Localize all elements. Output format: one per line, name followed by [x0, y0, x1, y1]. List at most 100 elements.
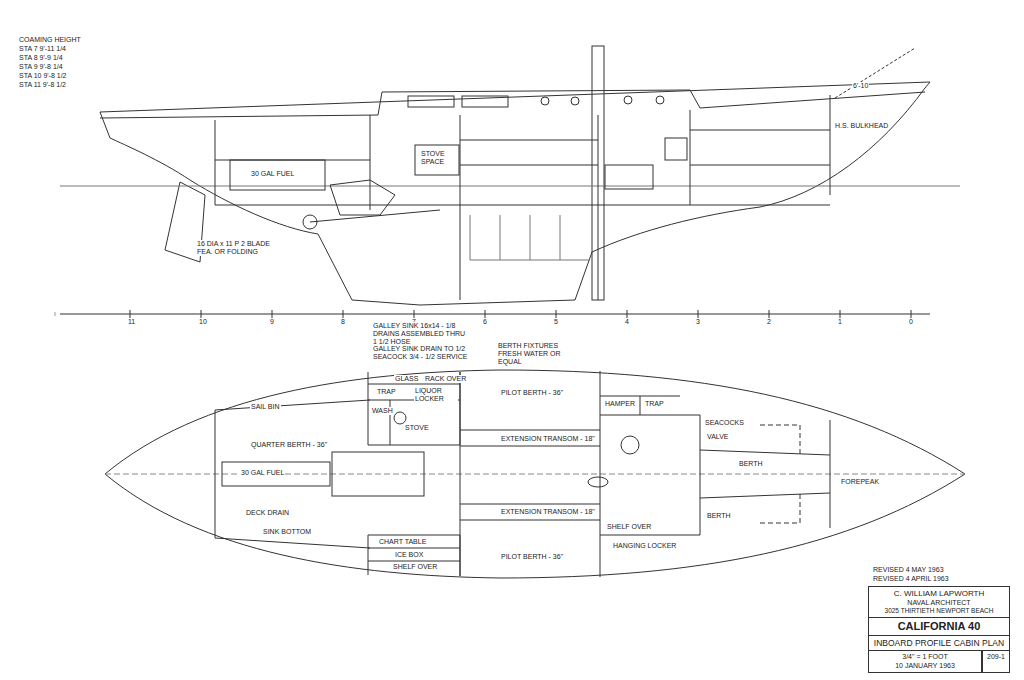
forepeak-line [760, 425, 800, 523]
title-box: CALIFORNIA 40 [868, 617, 1010, 636]
sheet-title-box: INBOARD PROFILE CABIN PLAN [868, 635, 1010, 651]
engine [330, 180, 395, 215]
title-text: 10 JANUARY 1963 [873, 662, 977, 670]
title-text: CALIFORNIA 40 [873, 620, 1005, 633]
station-number: 4 [624, 318, 630, 326]
note-label: STA 10 9'-8 1/2 [18, 72, 68, 80]
note-label: SHELF OVER [606, 523, 652, 531]
title-text: INBOARD PROFILE CABIN PLAN [873, 638, 1005, 648]
head [600, 396, 700, 535]
station-axis [60, 310, 930, 318]
note-label: H.S. BULKHEAD [834, 122, 889, 130]
architect-box: C. WILLIAM LAPWORTHNAVAL ARCHITECT3025 T… [868, 586, 1010, 618]
station-number: 2 [766, 318, 772, 326]
note-label: REVISED 4 MAY 1963 [872, 566, 945, 574]
note-label: BERTH [706, 512, 732, 520]
note-label: STA 7 9'-11 1/4 [18, 45, 67, 53]
note-label: EXTENSION TRANSOM - 18" [500, 435, 596, 443]
note-label: COAMING HEIGHT [18, 36, 82, 44]
note-label: GLASS [394, 375, 419, 383]
title-text: NAVAL ARCHITECT [873, 599, 1005, 607]
note-label: GALLEY SINK DRAIN TO 1/2 SEACOCK 3/4 - 1… [372, 345, 469, 361]
station-number: 6 [482, 318, 488, 326]
drawers [665, 138, 687, 160]
note-label: TRAP [376, 388, 397, 396]
note-label: VALVE [706, 433, 730, 441]
note-label: 30 GAL FUEL [250, 170, 295, 178]
note-label: 6'-10 [852, 82, 869, 90]
shaft [310, 210, 440, 222]
note-label: SAIL BIN [250, 403, 281, 411]
floor-frames [470, 215, 590, 260]
note-label: STA 9 9'-8 1/4 [18, 63, 64, 71]
centerline [105, 474, 965, 475]
berths [460, 371, 600, 577]
portlight [571, 97, 579, 105]
station-number: 1 [837, 318, 843, 326]
note-label: BERTH FIXTURES FRESH WATER OR EQUAL [497, 342, 579, 366]
note-label: QUARTER BERTH - 36" [250, 441, 328, 449]
station-number: 8 [340, 318, 346, 326]
note-label: HAMPER [604, 400, 636, 408]
border-line [55, 312, 56, 316]
portlight [462, 96, 508, 107]
note-label: TRAP [644, 400, 665, 408]
portlight [541, 97, 549, 105]
hull-profile [100, 82, 930, 305]
fuel-tank-plan [222, 462, 330, 486]
note-label: PILOT BERTH - 36" [500, 389, 564, 397]
note-label: FOREPEAK [840, 478, 880, 486]
station-number: 3 [695, 318, 701, 326]
note-label: GALLEY SINK 16x14 - 1/8 DRAINS ASSEMBLED… [372, 322, 469, 346]
portlight [624, 96, 632, 104]
note-label: STA 11 9'-8 1/2 [18, 81, 67, 89]
fuel-tank [230, 160, 325, 190]
bulkheads [215, 95, 830, 300]
note-label: SHELF OVER [392, 563, 438, 571]
station-number: 9 [269, 318, 275, 326]
title-text: C. WILLIAM LAPWORTH [873, 589, 1005, 599]
toilet [621, 436, 639, 454]
note-label: REVISED 4 APRIL 1963 [872, 575, 950, 583]
note-label: STA 8 9'-9 1/4 [18, 54, 64, 62]
note-label: WASH [371, 407, 394, 415]
note-label: 30 GAL FUEL [240, 469, 285, 477]
stove-box [415, 145, 459, 175]
note-label: 16 DIA x 11 P 2 BLADE FEA. OR FOLDING [196, 240, 288, 256]
cabinet [605, 165, 653, 189]
note-label: DECK DRAIN [245, 509, 290, 517]
note-label: STOVE SPACE [420, 150, 458, 166]
note-label: PILOT BERTH - 36" [500, 553, 564, 561]
sink [394, 412, 406, 424]
note-label: STOVE [404, 424, 430, 432]
station-number: 11 [127, 318, 136, 326]
note-label: SINK BOTTOM [262, 528, 312, 536]
note-label: EXTENSION TRANSOM - 18" [500, 508, 596, 516]
note-label: SEACOCKS [704, 419, 745, 427]
note-label: LIQUOR LOCKER [414, 387, 458, 403]
station-number: 0 [908, 318, 914, 326]
deckhouse [378, 90, 700, 115]
title-text: 209-1 [984, 653, 1008, 661]
forward-berths [700, 420, 830, 528]
portlight [408, 96, 454, 107]
note-label: CHART TABLE [378, 538, 427, 546]
note-label: ICE BOX [394, 551, 424, 559]
station-number: 10 [198, 318, 208, 326]
cockpit [215, 400, 370, 548]
waterline [60, 186, 960, 187]
portlight [656, 96, 664, 104]
cabin-sole [215, 130, 830, 205]
title-text: 3025 THIRTIETH NEWPORT BEACH [873, 607, 1005, 615]
note-label: HANGING LOCKER [612, 542, 677, 550]
engine-plan [332, 452, 424, 496]
sheer-line [100, 92, 925, 118]
title-text: 3/4" = 1 FOOT [873, 653, 977, 661]
note-label: BERTH [738, 460, 764, 468]
sheet-number-box: 209-1 [982, 650, 1010, 673]
dimension-line [835, 48, 915, 98]
station-number: 5 [553, 318, 559, 326]
mast-step [588, 477, 608, 487]
scale-box: 3/4" = 1 FOOT10 JANUARY 1963 [868, 650, 982, 673]
